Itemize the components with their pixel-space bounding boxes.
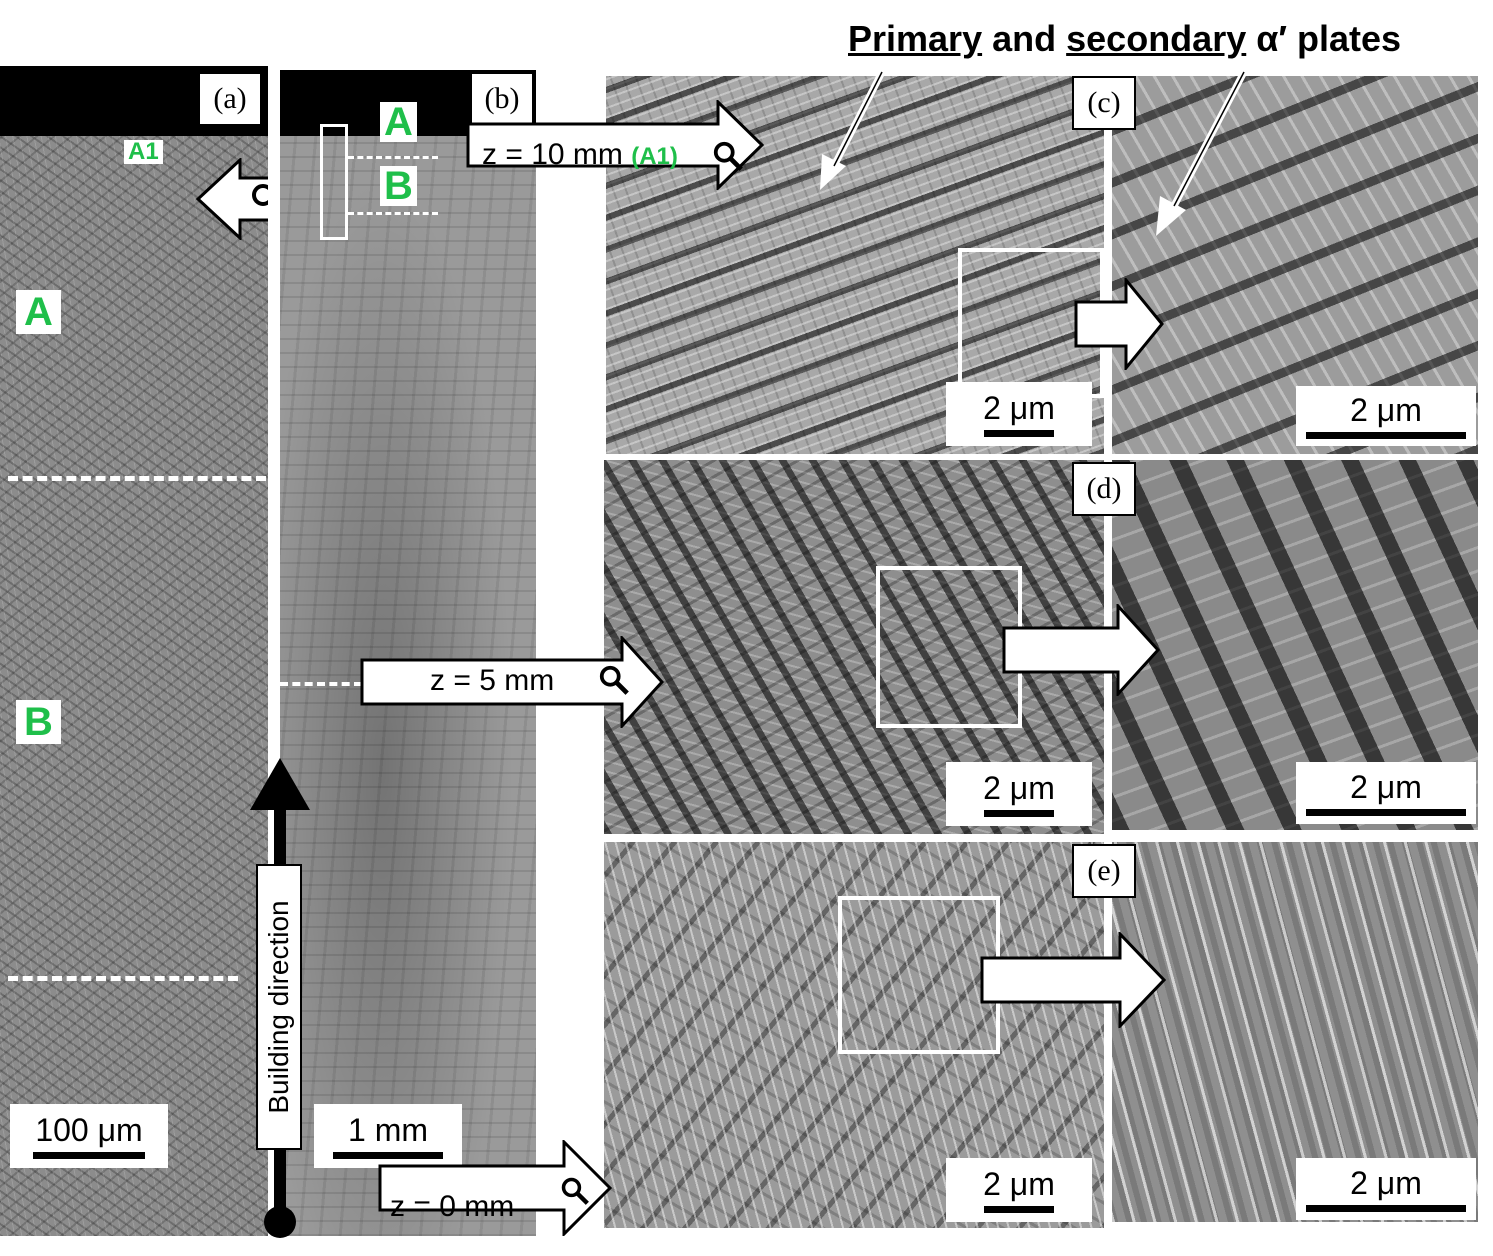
panel-a-label: (a)	[198, 72, 262, 126]
panel-d-zoom	[1112, 460, 1478, 830]
region-label-a-left: A	[16, 290, 61, 334]
arrow-right-icon	[1074, 278, 1164, 370]
panel-de-gap	[604, 834, 1478, 842]
scale-bar-d-left-label: 2 μm	[983, 769, 1055, 806]
boundary-dash-a-lower	[8, 976, 238, 981]
panel-e-label: (e)	[1072, 844, 1136, 898]
scale-bar-b-line	[333, 1151, 443, 1159]
secondary-pointer-arrow	[1140, 66, 1260, 251]
arrow-right-icon	[980, 932, 1166, 1028]
primary-pointer-arrow	[800, 66, 910, 201]
scale-bar-a: 100 μm	[10, 1104, 168, 1168]
region-label-b-panel-b: B	[380, 166, 417, 206]
scale-bar-c-right: 2 μm	[1296, 386, 1476, 446]
arrow-right-icon	[1002, 604, 1160, 696]
panel-a-micrograph	[0, 66, 268, 1236]
scale-bar-e-right-line	[1306, 1204, 1466, 1212]
z5-label: z = 5 mm	[430, 664, 555, 697]
heading-secondary: secondary	[1066, 18, 1247, 59]
scale-bar-c-right-line	[1306, 431, 1466, 439]
scale-bar-c-right-label: 2 μm	[1350, 391, 1422, 428]
scale-bar-d-right-line	[1306, 808, 1466, 816]
panel-b-label: (b)	[470, 72, 534, 126]
magnifier-icon	[598, 664, 630, 701]
scale-bar-d-left: 2 μm	[946, 762, 1092, 826]
figure-heading: Primary and secondary α′ plates	[848, 18, 1401, 60]
panel-c-divider	[1104, 76, 1112, 454]
scale-bar-d-left-line	[984, 809, 1054, 817]
z0-label: z = 0 mm	[390, 1190, 515, 1223]
panel-e-inset-frame	[838, 896, 1000, 1054]
z5-dash	[280, 682, 362, 686]
scale-bar-e-left: 2 μm	[946, 1158, 1092, 1222]
panel-cd-gap	[604, 454, 1478, 460]
building-direction-box: Building direction	[256, 864, 302, 1150]
magnifier-icon	[712, 140, 744, 177]
panel-c-zoom	[1112, 76, 1478, 454]
scale-bar-d-right-label: 2 μm	[1350, 768, 1422, 805]
z10-tag: (A1)	[631, 143, 678, 170]
arrow-right-icon	[360, 636, 666, 728]
panel-b-micrograph	[280, 70, 536, 1236]
scale-bar-c-left-label: 2 μm	[983, 389, 1055, 426]
scale-bar-c-left-line	[984, 429, 1054, 437]
scale-bar-d-right: 2 μm	[1296, 762, 1476, 824]
panel-d-inset-frame	[876, 566, 1022, 728]
heading-primary: Primary	[848, 18, 983, 59]
panel-b-region-frame	[320, 124, 348, 240]
scale-bar-e-left-line	[984, 1205, 1054, 1213]
scale-bar-a-label: 100 μm	[35, 1111, 143, 1148]
building-direction-label: Building direction	[263, 900, 294, 1114]
magnifier-icon	[560, 1176, 590, 1211]
panel-e-divider	[1104, 842, 1112, 1228]
heading-tail: α′ plates	[1256, 18, 1402, 59]
region-label-a1: A1	[124, 140, 163, 164]
z10-label: z = 10 mm (A1)	[482, 138, 678, 172]
region-label-b-left: B	[16, 700, 61, 744]
boundary-dash-a-upper	[8, 476, 266, 481]
region-label-a-panel-b: A	[380, 102, 417, 142]
arrow-right-icon	[378, 1140, 614, 1236]
scale-bar-e-left-label: 2 μm	[983, 1165, 1055, 1202]
scale-bar-c-left: 2 μm	[946, 382, 1092, 446]
panel-d-label: (d)	[1072, 462, 1136, 516]
z10-text: z = 10 mm	[482, 138, 623, 171]
scale-bar-e-right-label: 2 μm	[1350, 1164, 1422, 1201]
scale-bar-b-label: 1 mm	[348, 1111, 428, 1148]
scale-bar-a-line	[33, 1151, 145, 1159]
panel-b-dash-upper	[348, 156, 438, 159]
panel-b-dash-lower	[348, 212, 438, 215]
panel-c-label: (c)	[1072, 76, 1136, 130]
heading-and: and	[992, 18, 1057, 59]
scale-bar-e-right: 2 μm	[1296, 1158, 1476, 1220]
scale-bar-b: 1 mm	[314, 1104, 462, 1168]
